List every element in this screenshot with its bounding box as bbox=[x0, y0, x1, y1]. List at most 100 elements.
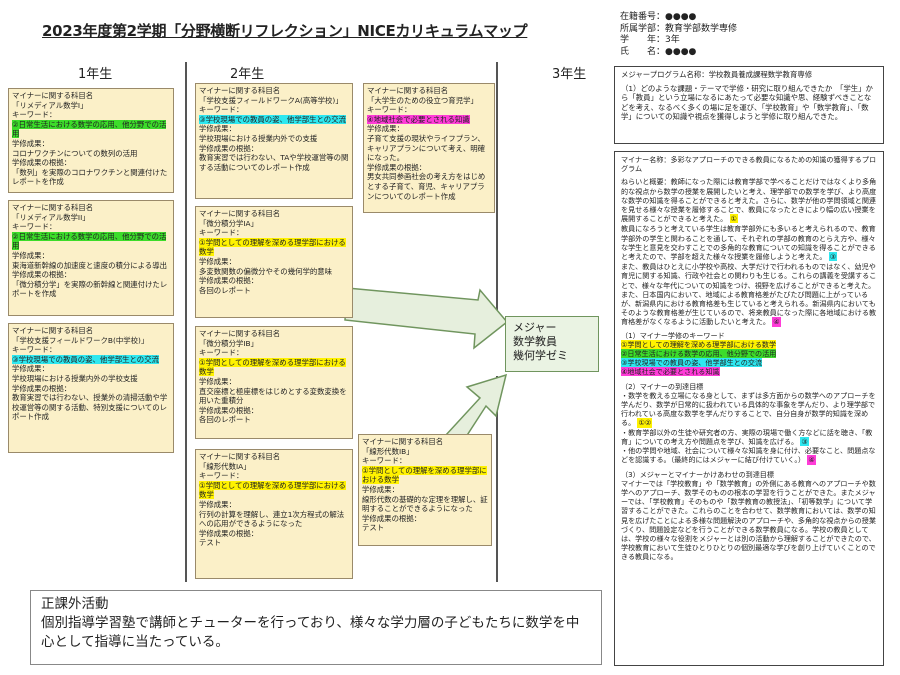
card-basis: 各回のレポート bbox=[199, 415, 251, 425]
card-header: マイナーに関する科目名 bbox=[199, 209, 281, 218]
student-name: 氏 名：●●●● bbox=[620, 46, 697, 57]
kw-heading: （1）マイナー学修のキーワード bbox=[621, 330, 725, 340]
goal-heading: （2）マイナーの到達目標 bbox=[621, 381, 704, 391]
card-keyword: ②日常生活における数学の応用、他分野での活用 bbox=[12, 119, 167, 139]
year-1-heading: 1年生 bbox=[78, 67, 113, 82]
card-keyword: ②日常生活における数学の応用、他分野での活用 bbox=[12, 231, 167, 251]
card-basis: テスト bbox=[362, 523, 385, 533]
course-card-parenting: マイナーに関する科目名 「大学生のための役立つ育児学」 キーワード： ④地域社会… bbox=[363, 83, 495, 213]
course-card-fieldwork-b: マイナーに関する科目名 「学校支援フィールドワークB(中学校)」 キーワード： … bbox=[8, 323, 174, 453]
marker-1: ① bbox=[729, 214, 738, 224]
goal-line-1: メジャー bbox=[513, 321, 557, 334]
card-basis: 各回のレポート bbox=[199, 285, 251, 295]
card-result: 直交座標と極座標をはじめとする変数変換を用いた重積分 bbox=[199, 386, 347, 406]
card-keyword-label: キーワード： bbox=[12, 110, 57, 120]
course-card-linear-algebra-ia: マイナーに関する科目名 「線形代数IA」 キーワード： ①学問としての理解を深め… bbox=[195, 449, 353, 579]
goal-item-c: ・他の学問や地域、社会について様々な知識を身に付け、必要なこと、問題点などを認識… bbox=[621, 446, 876, 465]
marker-4b: ④ bbox=[807, 455, 816, 465]
card-result: 学校現場における授業内外での支援 bbox=[199, 133, 318, 143]
block-arrow-right bbox=[344, 287, 509, 350]
card-basis-label: 学修成果の根拠： bbox=[199, 276, 259, 286]
major-program-body: （1）どのような課題・テーマで学修・研究に取り組んできたか 「学生」から「教員」… bbox=[621, 83, 873, 122]
course-card-linear-algebra-ib: マイナーに関する科目名 「線形代数IB」 キーワード： ①学問としての理解を深め… bbox=[358, 434, 492, 546]
card-course: 「線形代数IA」 bbox=[199, 461, 251, 471]
card-result-label: 学修成果： bbox=[199, 376, 236, 386]
card-keyword: ①学問としての理解を深める理学部における数学 bbox=[199, 237, 346, 257]
page-title: 2023年度第2学期「分野横断リフレクション」NICEカリキュラムマップ bbox=[42, 22, 528, 40]
card-result-label: 学修成果： bbox=[12, 364, 49, 374]
card-keyword: ③学校現場での教員の姿、他学部生との交流 bbox=[12, 354, 159, 364]
card-basis-label: 学修成果の根拠： bbox=[199, 405, 259, 415]
card-keyword-label: キーワード： bbox=[362, 456, 407, 466]
card-keyword: ③学校現場での教員の姿、他学部生との交流 bbox=[199, 114, 346, 124]
card-course: 「学校支援フィールドワークA(高等学校)」 bbox=[199, 95, 343, 105]
card-keyword-label: キーワード： bbox=[199, 105, 244, 115]
card-keyword-label: キーワード： bbox=[12, 345, 57, 355]
goal-line-3: 幾何学ゼミ bbox=[513, 349, 568, 362]
combine-body: マイナーでは「学校教育」や「数学教育」の外側にある教育へのアプローチや数学へのア… bbox=[621, 478, 876, 562]
card-header: マイナーに関する科目名 bbox=[362, 437, 444, 446]
year-3-heading: 3年生 bbox=[552, 67, 587, 82]
card-result-label: 学修成果： bbox=[12, 138, 49, 148]
goal-item-b: ・教育学部以外の生徒や研究者の方、実際の現場で働く方などに話を聴き、「教育」につ… bbox=[621, 427, 873, 446]
card-keyword: ④地域社会で必要とされる知識 bbox=[367, 114, 470, 124]
card-result-label: 学修成果： bbox=[367, 124, 404, 134]
marker-3b: ③ bbox=[800, 436, 809, 447]
kw-item-1: ①学問としての理解を深める理学部における数学 bbox=[621, 339, 777, 349]
card-basis: 「微分積分学」を実際の新幹線と関連付けたレポートを作成 bbox=[12, 279, 168, 299]
year-divider-2a bbox=[496, 62, 498, 320]
card-header: マイナーに関する科目名 bbox=[12, 91, 94, 100]
minor-program-name: マイナー名称：多彩なアプローチのできる教員になるための知識の獲得するプログラム bbox=[621, 155, 877, 174]
minor-overview-3: また、教員はひとえに小学校や高校、大学だけで行われるものではなく、幼児や育児に関… bbox=[621, 262, 877, 327]
card-course: 「微分積分学IB」 bbox=[199, 338, 258, 348]
card-keyword: ①学問としての理解を深める理学部における数学 bbox=[199, 357, 346, 377]
card-result: 東海道新幹線の加速度と速度の積分による導出 bbox=[12, 260, 167, 270]
goal-line-2: 数学教員 bbox=[513, 335, 557, 348]
card-result: 多変数関数の偏微分やその幾何学的意味 bbox=[199, 266, 333, 276]
card-basis-label: 学修成果の根拠： bbox=[199, 528, 259, 538]
card-keyword-label: キーワード： bbox=[199, 471, 244, 481]
card-result: 線形代数の基礎的な定理を理解し、証明することができるようになった bbox=[362, 494, 488, 514]
extracurricular-heading: 正課外活動 bbox=[41, 596, 109, 612]
card-basis-label: 学修成果の根拠： bbox=[199, 143, 259, 153]
minor-program-box: マイナー名称：多彩なアプローチのできる教員になるための知識の獲得するプログラム … bbox=[614, 151, 884, 666]
card-course: 「学校支援フィールドワークB(中学校)」 bbox=[12, 335, 149, 345]
card-basis: 教育実習では行わない、授業外の清掃活動や学校運営等の関する活動、特別支援について… bbox=[12, 393, 168, 422]
minor-overview-2: 教員になろうと考えている学生は教育学部外にも多いると考えられるので、教育学部外の… bbox=[621, 224, 876, 262]
card-basis-label: 学修成果の根拠： bbox=[367, 162, 427, 172]
course-card-remedial-math-2: マイナーに関する科目名 「リメディアル数学II」 キーワード： ②日常生活におけ… bbox=[8, 200, 174, 316]
card-header: マイナーに関する科目名 bbox=[199, 86, 281, 95]
card-result: 子育て支援の現状やライフプラン、キャリアプランについて考え、明確になった。 bbox=[367, 133, 486, 163]
card-basis: テスト bbox=[199, 538, 222, 548]
card-basis: 男女共同参画社会の考え方をはじめとする子育て、育児、キャリアプランについてのレポ… bbox=[367, 172, 486, 201]
card-basis-label: 学修成果の根拠： bbox=[362, 513, 422, 523]
marker-4: ④ bbox=[772, 317, 781, 327]
card-result-label: 学修成果： bbox=[199, 124, 236, 134]
course-card-calculus-ib: マイナーに関する科目名 「微分積分学IB」 キーワード： ①学問としての理解を深… bbox=[195, 326, 353, 439]
card-keyword: ①学問としての理解を深める理学部における数学 bbox=[199, 480, 346, 500]
card-keyword: ①学問としての理解を深める理学部における数学 bbox=[362, 465, 487, 485]
major-program-name: メジャープログラム名称：学校教員養成課程数学教育専修 bbox=[621, 70, 813, 79]
year-2-heading: 2年生 bbox=[230, 67, 265, 82]
minor-overview: ねらいと概要：教師になった際には教育学部で学べることだけではなくより多角的な視点… bbox=[621, 177, 877, 224]
card-result: 行列の計算を理解し、連立1次方程式の解法への応用ができるようになった bbox=[199, 509, 345, 529]
card-result-label: 学修成果： bbox=[12, 250, 49, 260]
major-goal-box: メジャー 数学教員 幾何学ゼミ bbox=[505, 316, 599, 372]
extracurricular-box: 正課外活動 個別指導学習塾で講師とチューターを行っており、様々な学力層の子どもた… bbox=[30, 590, 602, 665]
card-keyword-label: キーワード： bbox=[12, 222, 57, 232]
card-result: 学校現場における授業内外の学校支援 bbox=[12, 373, 138, 383]
card-course: 「大学生のための役立つ育児学」 bbox=[367, 95, 478, 105]
card-result: コロナワクチンについての数列の活用 bbox=[12, 148, 138, 158]
combine-heading: （3）メジャーとマイナーかけあわせの到達目標 bbox=[621, 469, 774, 479]
student-info: 在籍番号：●●●● 所属学部：教育学部数学専修 学 年：3年 氏 名：●●●● bbox=[620, 12, 737, 58]
year-divider-1 bbox=[185, 62, 187, 582]
card-keyword-label: キーワード： bbox=[199, 348, 244, 358]
card-header: マイナーに関する科目名 bbox=[199, 329, 281, 338]
card-header: マイナーに関する科目名 bbox=[12, 203, 94, 212]
course-card-fieldwork-a: マイナーに関する科目名 「学校支援フィールドワークA(高等学校)」 キーワード：… bbox=[195, 83, 353, 199]
card-keyword-label: キーワード： bbox=[199, 228, 244, 238]
card-keyword-label: キーワード： bbox=[367, 105, 412, 115]
course-card-remedial-math-1: マイナーに関する科目名 「リメディアル数学I」 キーワード： ②日常生活における… bbox=[8, 88, 174, 193]
kw-item-3: ③学校現場での教員の姿、他学部生との交流 bbox=[621, 358, 763, 368]
card-result-label: 学修成果： bbox=[199, 499, 236, 509]
